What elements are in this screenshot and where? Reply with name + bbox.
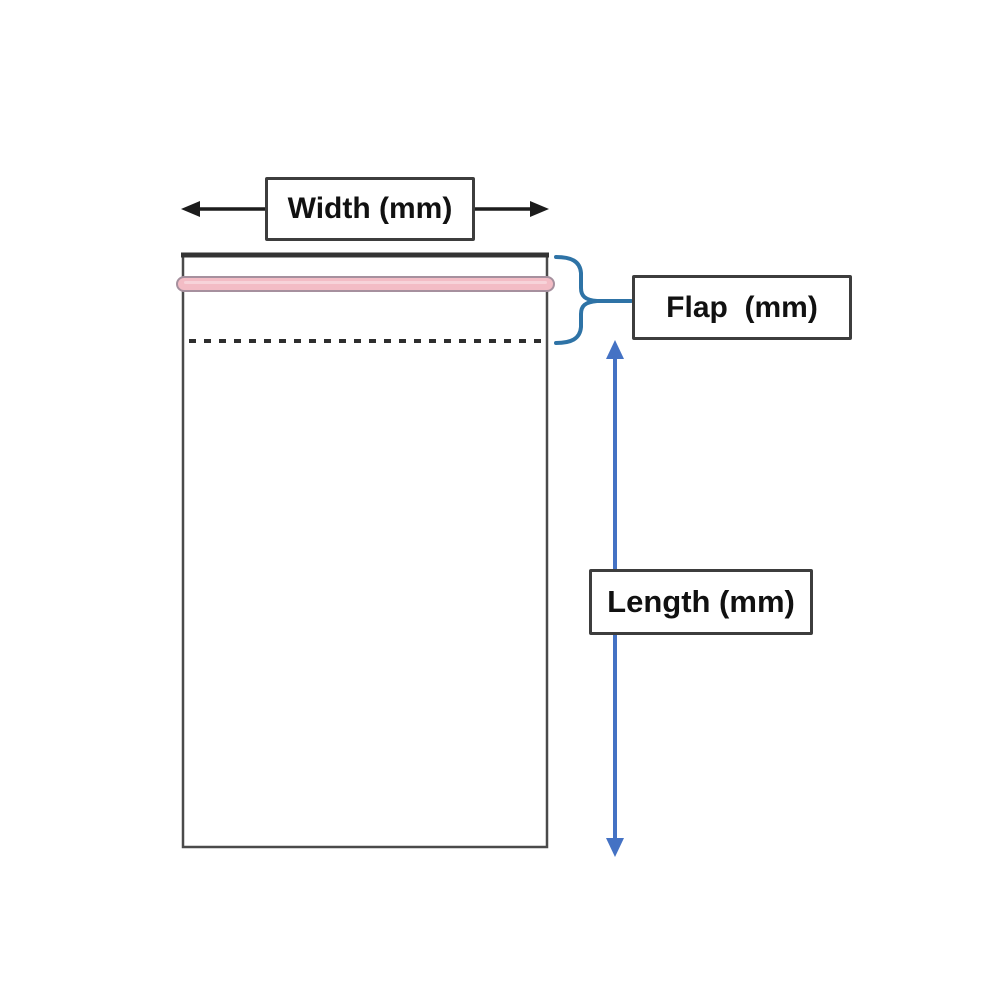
width-arrow-left-head-icon xyxy=(181,201,200,217)
length-label-box: Length (mm) xyxy=(589,569,813,635)
bag-outline xyxy=(181,253,549,849)
adhesive-strip-highlight xyxy=(184,281,547,284)
adhesive-strip xyxy=(176,276,555,292)
length-arrow-down-head-icon xyxy=(606,838,624,857)
width-label-box: Width (mm) xyxy=(265,177,475,241)
width-arrow-right-head-icon xyxy=(530,201,549,217)
width-label: Width (mm) xyxy=(287,192,453,225)
flap-brace-icon xyxy=(554,255,599,345)
length-label: Length (mm) xyxy=(607,584,795,619)
length-arrow-up-head-icon xyxy=(606,340,624,359)
flap-label: Flap (mm) xyxy=(666,290,818,324)
flap-label-box: Flap (mm) xyxy=(632,275,852,340)
